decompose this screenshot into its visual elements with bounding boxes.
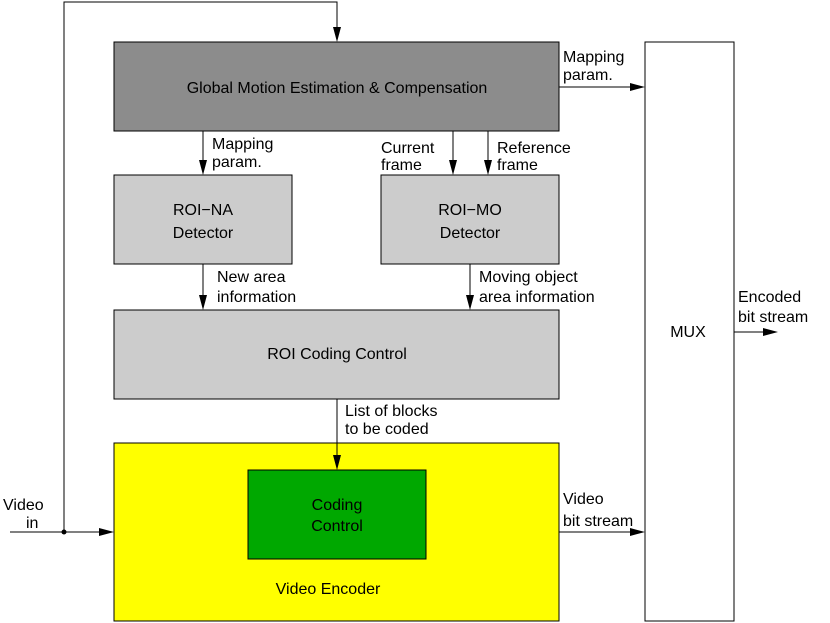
roi-mo-block <box>380 174 560 265</box>
roi-coding-control-label: ROI Coding Control <box>267 346 407 363</box>
video-to-gme-line <box>63 1 338 532</box>
gme-to-mo-reference-arrowhead <box>484 160 492 175</box>
moving-object-label-line2: area information <box>479 289 595 306</box>
na-to-cc-arrowhead <box>199 295 207 310</box>
gme-na-param-label-line2: param. <box>212 154 262 171</box>
gme-to-mux-arrowhead <box>630 83 645 91</box>
gme-na-param-label-line1: Mapping <box>212 136 273 153</box>
video-in-arrowhead <box>99 528 114 536</box>
gme-to-mo-current-arrowhead <box>449 160 457 175</box>
roi-na-label-line2: Detector <box>173 225 234 242</box>
video-in-label-line1: Video <box>3 497 44 514</box>
video-bitstream-label-line2: bit stream <box>563 513 633 530</box>
roi-na-label-line1: ROI−NA <box>173 202 233 219</box>
mux-output-arrowhead <box>763 328 778 336</box>
encoder-to-mux-arrowhead <box>630 528 645 536</box>
encoded-bitstream-label-line2: bit stream <box>738 309 808 326</box>
roi-mo-label-line1: ROI−MO <box>438 202 502 219</box>
current-frame-label-line1: Current <box>381 140 435 157</box>
list-blocks-label-line1: List of blocks <box>345 403 437 420</box>
roi-na-block <box>113 174 293 265</box>
coding-control-label-line2: Control <box>311 518 363 535</box>
reference-frame-label-line2: frame <box>497 157 538 174</box>
new-area-label-line2: information <box>217 289 296 306</box>
cc-to-coding-control-arrowhead <box>333 455 341 470</box>
gme-mux-param-label-line1: Mapping <box>563 49 624 66</box>
video-bitstream-label-line1: Video <box>563 491 604 508</box>
gme-label: Global Motion Estimation & Compensation <box>187 80 488 97</box>
gme-to-na-arrowhead <box>199 160 207 175</box>
mux-block <box>644 41 735 622</box>
video-in-label-line2: in <box>26 515 38 532</box>
roi-mo-label-line2: Detector <box>440 225 501 242</box>
gme-mux-param-label-line2: param. <box>563 67 613 84</box>
gme-block <box>113 41 560 132</box>
list-blocks-label-line2: to be coded <box>345 421 429 438</box>
roi-coding-control-block <box>113 309 560 400</box>
video-to-gme-arrowhead <box>333 27 341 42</box>
reference-frame-label-line1: Reference <box>497 140 571 157</box>
coding-control-block <box>247 469 427 560</box>
video-encoder-label: Video Encoder <box>276 581 381 598</box>
new-area-label-line1: New area <box>217 269 286 286</box>
coding-control-label-line1: Coding <box>312 497 363 514</box>
mo-to-cc-arrowhead <box>466 295 474 310</box>
current-frame-label-line2: frame <box>381 157 422 174</box>
mux-label: MUX <box>670 324 706 341</box>
encoded-bitstream-label-line1: Encoded <box>738 289 801 306</box>
moving-object-label-line1: Moving object <box>479 269 578 286</box>
